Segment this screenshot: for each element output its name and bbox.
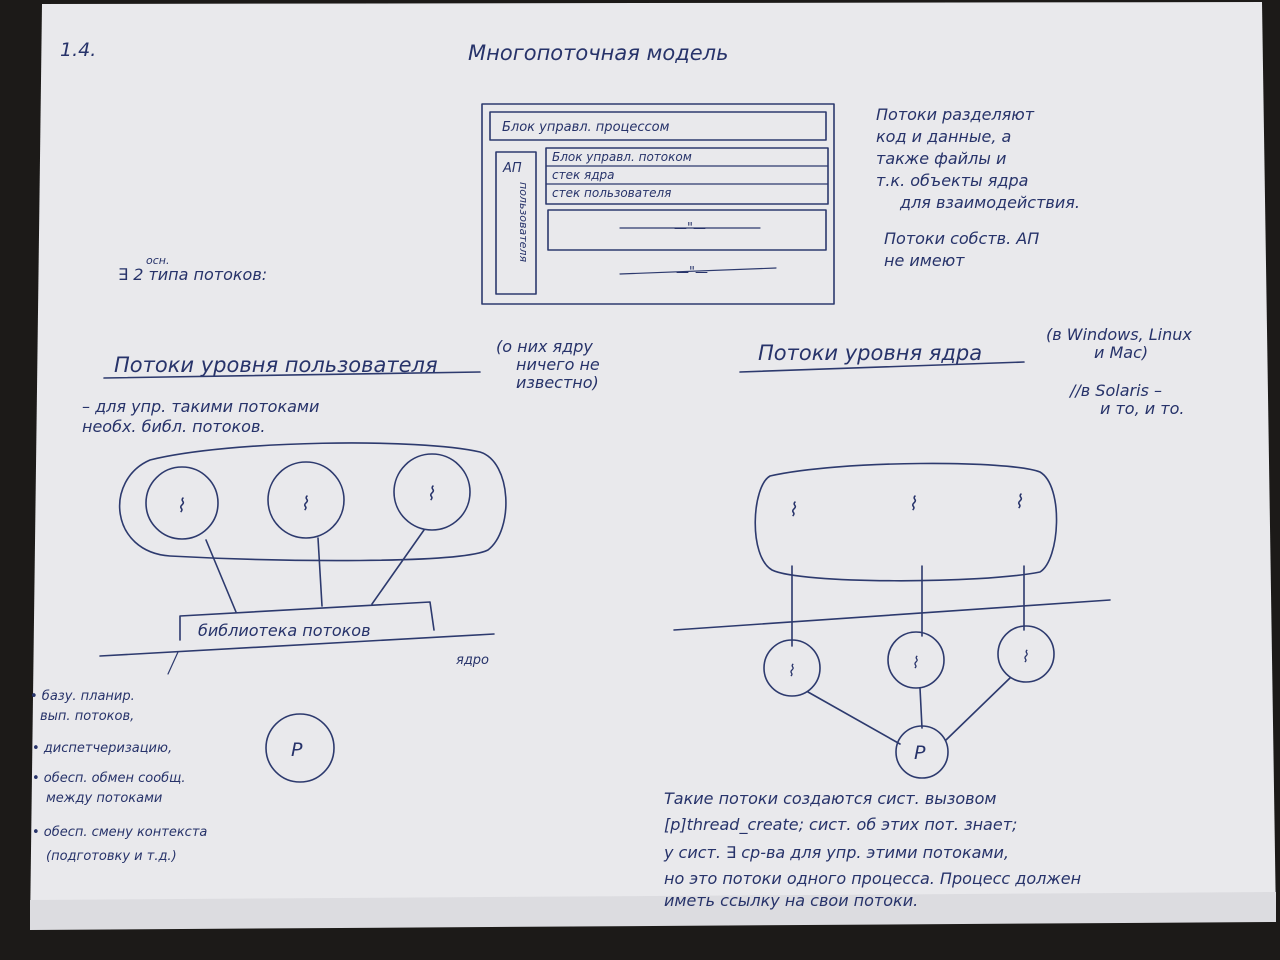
right-notes: Потоки разделяют код и данные, а также ф…	[876, 105, 1080, 270]
kernel-level-heading: Потоки уровня ядра	[758, 341, 982, 365]
kernel-level-explanation: у сист. ∃ ср-ва для упр. этими потоками,	[663, 843, 1009, 862]
address-space-column	[495, 151, 537, 295]
kernel-threads-oval	[754, 462, 1058, 582]
user-threads-oval	[118, 442, 507, 562]
process-box	[481, 103, 835, 305]
paper-sheet	[30, 2, 1276, 928]
library-duty-bullet: (подготовку и т.д.)	[46, 849, 177, 864]
repeat-mark-2: —"—	[676, 265, 708, 280]
kernel-level-note: (в Windows, Linux	[1046, 325, 1192, 344]
user-thread-link	[205, 539, 237, 613]
thread-squiggle-icon: ⌇	[908, 493, 917, 515]
user-thread-link	[371, 529, 425, 605]
kernel-boundary-line-right	[673, 599, 1111, 631]
note-line: код и данные, а	[876, 127, 1011, 146]
library-duty-bullet: • диспетчеризацию,	[32, 741, 172, 756]
note-line: для взаимодействия.	[899, 193, 1080, 212]
thread-control-block-label: Блок управл. потоком	[552, 150, 692, 164]
repeat-line-2	[619, 267, 777, 275]
kernel-level-explanation: [p]thread_create; сист. об этих пот. зна…	[664, 815, 1017, 835]
kernel-level-note: и Mac)	[1094, 343, 1148, 362]
thread-squiggle-icon: ⌇	[426, 483, 435, 505]
thread-squiggle-icon: ⌇	[176, 495, 185, 517]
user-level-note: ничего не	[516, 355, 600, 374]
thread-types-superscript: осн.	[146, 254, 169, 267]
kernel-level-explanation: иметь ссылку на свои потоки.	[664, 891, 918, 910]
address-space-vertical-label: пользователя	[517, 182, 530, 262]
address-space-note: Потоки собств. АП	[884, 229, 1039, 248]
library-duty-bullet: • обесп. смену контекста	[32, 825, 207, 840]
thread-types-intro: ∃ 2 типа потоков:	[118, 265, 267, 284]
thread-squiggle-icon: ⌇	[1014, 491, 1023, 513]
library-duty-bullet: между потоками	[46, 791, 162, 806]
kernel-level-explanation: Такие потоки создаются сист. вызовом	[664, 789, 996, 808]
kernel-thread-circle	[997, 625, 1055, 683]
user-level-desc: – для упр. такими потоками	[82, 397, 319, 416]
address-space-note: не имеют	[884, 251, 965, 270]
thread-squiggle-icon: ⌇	[1021, 647, 1029, 666]
kernel-thread-link	[807, 691, 901, 745]
kernel-thread-link	[919, 687, 923, 729]
process-control-block-label: Блок управл. процессом	[502, 120, 670, 135]
thread-squiggle-icon: ⌇	[300, 493, 309, 515]
note-line: т.к. объекты ядра	[876, 171, 1028, 190]
kernel-thread-circle	[887, 631, 945, 689]
user-thread-circle	[393, 453, 471, 531]
user-thread-circle	[145, 466, 219, 540]
kernel-boundary-line-left	[99, 633, 495, 657]
kernel-label: ядро	[456, 653, 489, 668]
page-title: Многопоточная модель	[468, 41, 728, 65]
thread-block-box	[545, 147, 829, 205]
user-process-label: P	[291, 739, 303, 761]
kernel-level-section: Потоки уровня ядра (в Windows, Linux и M…	[663, 325, 1192, 910]
thread-library-label: библиотека потоков	[198, 621, 371, 640]
note-line: Потоки разделяют	[876, 105, 1035, 124]
user-stack-label: стек пользователя	[552, 186, 671, 200]
library-duty-bullet: • базу. планир.	[30, 689, 135, 704]
thread-squiggle-icon: ⌇	[787, 661, 795, 680]
library-duty-bullet: вып. потоков,	[40, 709, 134, 724]
thread-squiggle-icon: ⌇	[788, 499, 797, 521]
repeat-mark-1: —"—	[674, 221, 706, 236]
kernel-thread-link	[945, 677, 1011, 741]
kernel-arrow	[167, 651, 179, 675]
kernel-process-circle	[895, 725, 949, 779]
user-level-desc: необх. библ. потоков.	[82, 417, 265, 436]
user-level-note: (о них ядру	[496, 337, 593, 356]
solaris-note: и то, и то.	[1100, 399, 1184, 418]
user-thread-circle	[267, 461, 345, 539]
thread-library-box	[179, 601, 435, 641]
kernel-thread-circle	[763, 639, 821, 697]
process-control-block-box	[489, 111, 827, 141]
user-level-heading-underline	[103, 371, 481, 379]
note-line: также файлы и	[876, 149, 1006, 168]
paper-lower-edge	[30, 892, 1276, 930]
address-space-label: АП	[502, 161, 522, 176]
thread-block-box-2	[547, 209, 827, 251]
user-thread-link	[317, 537, 323, 607]
kernel-process-label: P	[914, 742, 926, 764]
user-level-section: Потоки уровня пользователя (о них ядру н…	[30, 337, 600, 864]
kernel-level-explanation: но это потоки одного процесса. Процесс д…	[664, 869, 1081, 888]
page-number: 1.4.	[60, 39, 96, 61]
kernel-level-heading-underline	[739, 361, 1025, 373]
user-level-note: известно)	[516, 373, 599, 392]
solaris-note: //в Solaris –	[1068, 381, 1162, 400]
library-duty-bullet: • обесп. обмен сообщ.	[32, 771, 186, 786]
thread-squiggle-icon: ⌇	[911, 653, 919, 672]
kernel-stack-label: стек ядра	[552, 168, 615, 182]
user-process-circle	[265, 713, 335, 783]
process-diagram: Блок управл. процессом АП пользователя Б…	[481, 103, 835, 305]
